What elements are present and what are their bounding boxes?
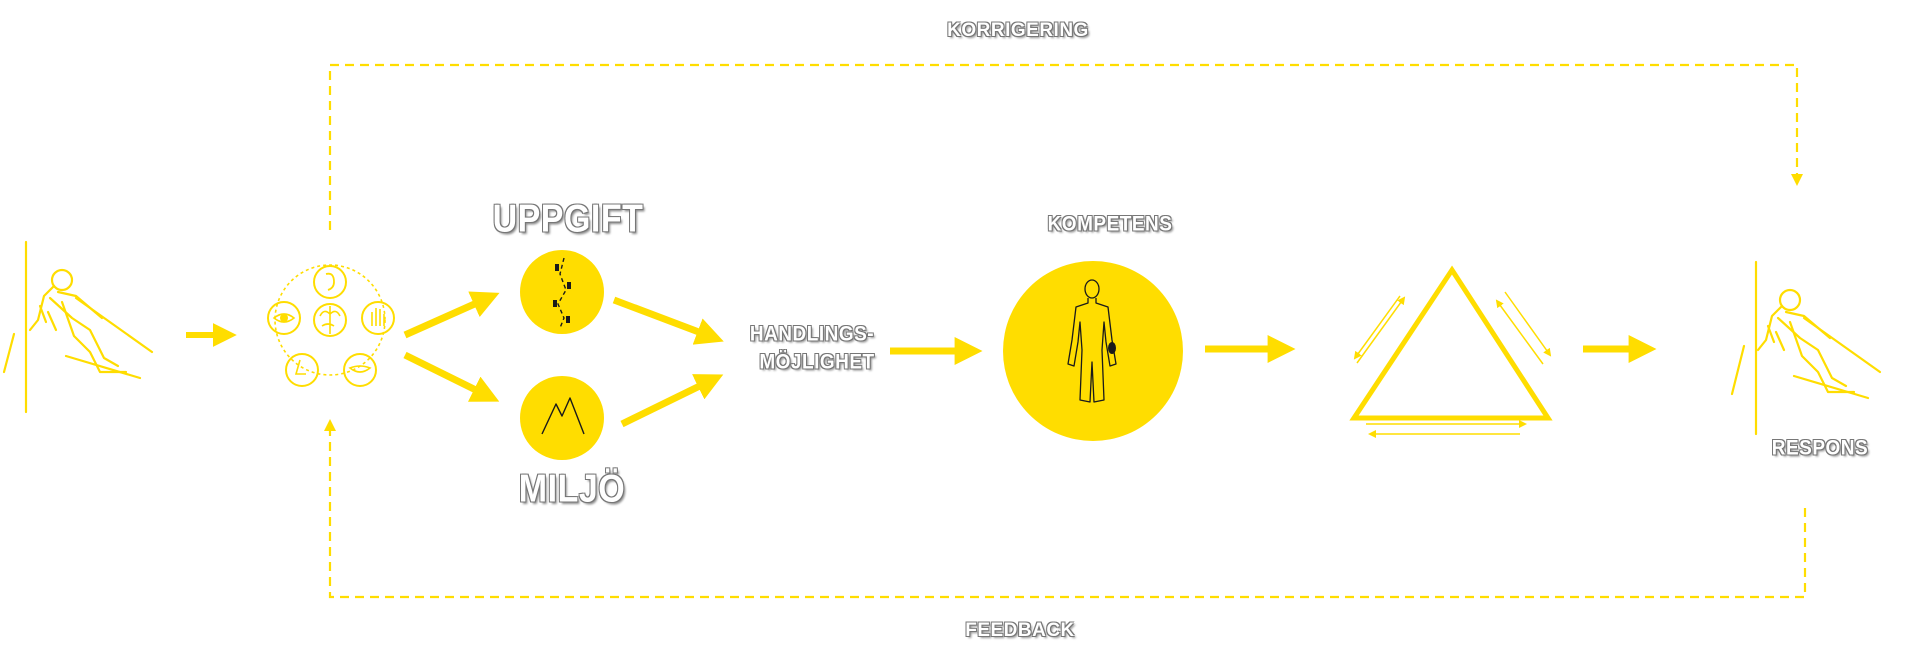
mouth-icon: [343, 353, 377, 387]
arrow-uppgift-to-handling: [612, 296, 724, 345]
senses-brain-icon: [267, 264, 395, 387]
korrigering-label: KORRIGERING: [947, 20, 1089, 41]
arrow-senses-to-uppgift: [403, 291, 500, 339]
korrigering-loop: [328, 63, 1803, 230]
uppgift-label: UPPGIFT: [492, 197, 644, 241]
triangle-icon: [1349, 265, 1553, 438]
feedback-loop: [324, 419, 1807, 599]
kompetens-label: KOMPETENS: [1047, 212, 1173, 236]
hand-icon: [361, 301, 395, 335]
mountain-icon: [520, 376, 604, 460]
respons-label: RESPONS: [1771, 436, 1869, 460]
skier-icon-left: [2, 240, 154, 414]
slalom-course-icon: [520, 250, 604, 334]
arrow-senses-to-miljo: [403, 351, 500, 402]
nose-icon: [285, 353, 319, 387]
skier-icon-right: [1730, 260, 1882, 436]
ear-icon: [313, 265, 347, 299]
handlings-label-line2: MÖJLIGHET: [759, 350, 875, 374]
miljo-label: MILJÖ: [518, 467, 626, 511]
human-body-icon: [1003, 261, 1183, 441]
eye-icon: [267, 301, 301, 335]
feedback-label: FEEDBACK: [965, 620, 1075, 641]
handlings-label-line1: HANDLINGS-: [749, 322, 875, 346]
arrow-miljo-to-handling: [620, 374, 724, 428]
